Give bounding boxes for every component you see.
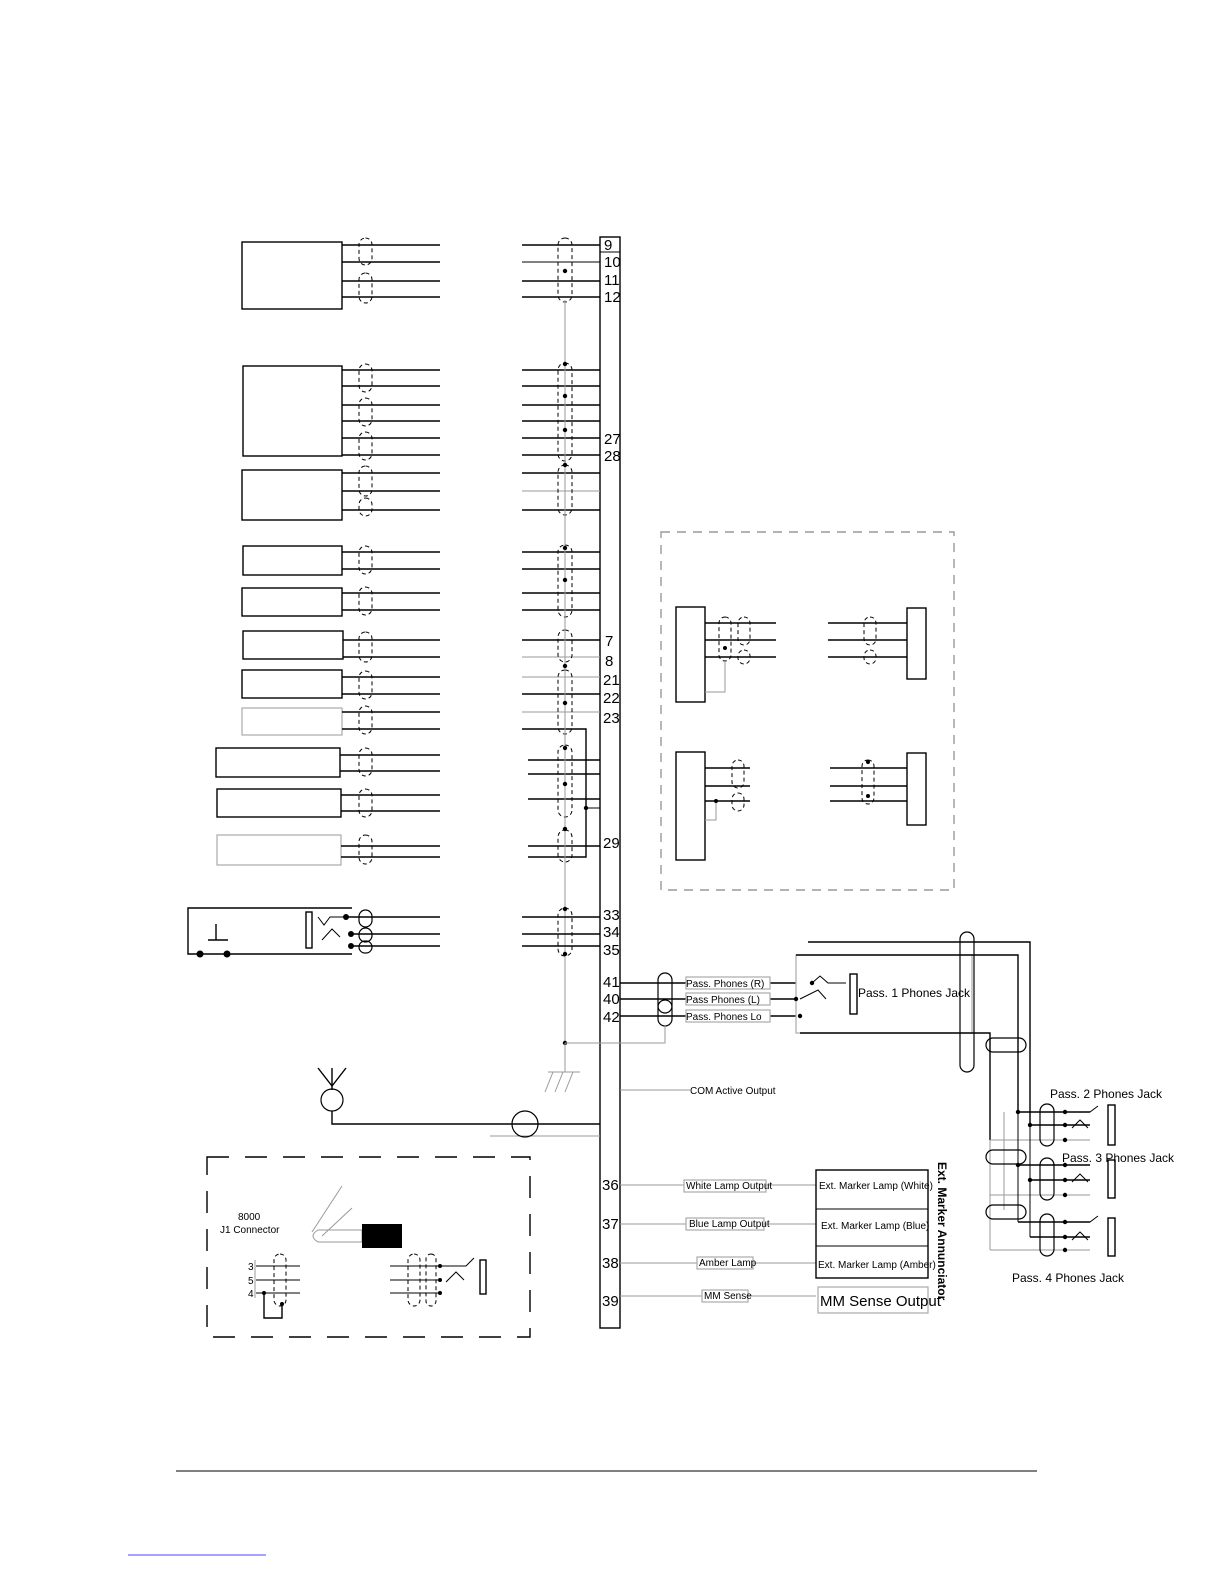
annunciator-title: Ext. Marker Annunciator — [935, 1162, 949, 1301]
ext-marker-white-label: Ext. Marker Lamp (White) — [819, 1181, 933, 1192]
pin-label: 23 — [603, 710, 620, 727]
pin-label: 35 — [603, 942, 620, 959]
footer — [128, 1470, 1037, 1556]
left-shield-ovals — [358, 237, 373, 865]
pin-label: 27 — [604, 431, 621, 448]
pin-label: 41 — [603, 974, 620, 991]
pin-label: 37 — [602, 1216, 619, 1233]
phones-lo-label: Pass. Phones Lo — [686, 1012, 762, 1023]
pin-label: 9 — [604, 237, 612, 254]
shield-drain — [562, 268, 589, 1046]
white-lamp-output-label: White Lamp Output — [686, 1181, 772, 1192]
ext-marker-blue-label: Ext. Marker Lamp (Blue) — [821, 1221, 929, 1232]
pin-label: 12 — [604, 289, 621, 306]
jack-distribution — [796, 931, 1031, 1250]
pass1-jack: Pass. 1 Phones Jack — [793, 954, 973, 1034]
phones-left-label: Pass Phones (L) — [686, 995, 760, 1006]
pin-label: 28 — [604, 448, 621, 465]
pin-label: 22 — [603, 690, 620, 707]
pin-label: 36 — [602, 1177, 619, 1194]
com-active-label: COM Active Output — [690, 1086, 776, 1097]
pin-label: 38 — [602, 1255, 619, 1272]
chassis-ground-icon — [544, 1043, 580, 1093]
headset-plug-icon — [311, 1185, 402, 1248]
terminal-block: 9 10 11 12 27 28 7 8 21 22 23 29 33 34 3… — [599, 236, 621, 1329]
ext-marker-amber-label: Ext. Marker Lamp (Amber) — [818, 1260, 936, 1271]
j1-title-line1: 8000 — [238, 1212, 261, 1223]
j1-pin-label: 4 — [248, 1289, 254, 1300]
pin-label: 42 — [603, 1009, 620, 1026]
j1-pin-label: 3 — [248, 1262, 254, 1273]
blue-lamp-output-label: Blue Lamp Output — [689, 1219, 770, 1230]
pin-label: 40 — [603, 991, 620, 1008]
j1-title-line2: J1 Connector — [220, 1225, 280, 1236]
pin-label: 10 — [604, 254, 621, 271]
pin-label: 39 — [602, 1293, 619, 1310]
phones-signals: Pass. Phones (R) Pass Phones (L) Pass. P… — [565, 972, 812, 1044]
pass1-jack-label: Pass. 1 Phones Jack — [858, 986, 971, 1000]
antenna-icon — [317, 1067, 600, 1138]
right-wires — [522, 244, 600, 858]
pass3-jack-label: Pass. 3 Phones Jack — [1062, 1151, 1175, 1165]
device-boxes — [215, 241, 344, 866]
pass4-jack-label: Pass. 4 Phones Jack — [1012, 1271, 1125, 1285]
marker-annunciator: Ext. Marker Lamp (White) Ext. Marker Lam… — [815, 1162, 949, 1314]
lamp-outputs: White Lamp Output Blue Lamp Output Amber… — [620, 1179, 816, 1303]
pin-label: 34 — [603, 924, 620, 941]
pass3-jack: Pass. 3 Phones Jack — [990, 1112, 1175, 1201]
pin-label: 29 — [603, 835, 620, 852]
pin-label: 33 — [603, 907, 620, 924]
pin-label: 21 — [603, 672, 620, 689]
pass2-jack: Pass. 2 Phones Jack — [990, 1087, 1163, 1147]
mm-sense-label: MM Sense — [704, 1291, 752, 1302]
j1-pin-label: 5 — [248, 1276, 254, 1287]
com-active: COM Active Output — [620, 1086, 776, 1097]
switch-box — [187, 907, 600, 958]
pin-label: 11 — [604, 272, 620, 289]
pin-label: 7 — [605, 633, 613, 650]
pass2-jack-label: Pass. 2 Phones Jack — [1050, 1087, 1163, 1101]
phones-right-label: Pass. Phones (R) — [686, 979, 764, 990]
j1-connector-panel: 8000 J1 Connector 3 5 4 — [206, 1156, 531, 1338]
pass4-jack: Pass. 4 Phones Jack — [990, 1165, 1125, 1285]
mm-sense-output-label: MM Sense Output — [820, 1293, 942, 1310]
optional-intercom-panel — [660, 531, 955, 891]
pin-label: 8 — [605, 653, 613, 670]
left-wires — [340, 244, 440, 858]
amber-lamp-label: Amber Lamp — [699, 1258, 757, 1269]
